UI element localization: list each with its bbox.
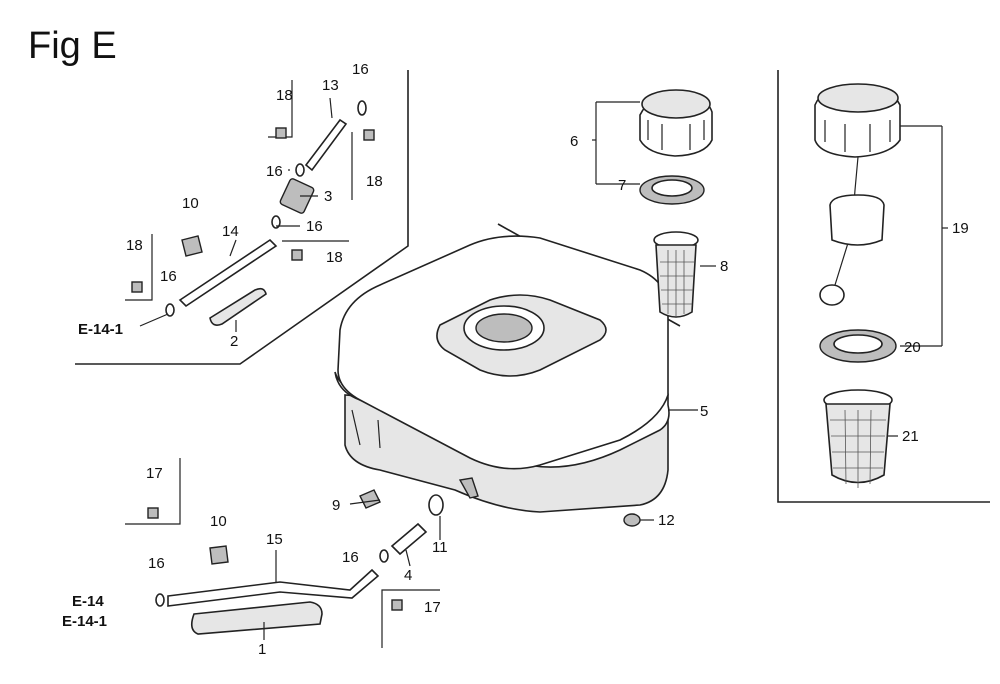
tank-brackets <box>351 409 381 449</box>
callout-15: 15 <box>266 531 283 548</box>
callout-21: 21 <box>902 428 919 445</box>
strainer-8 <box>653 231 699 318</box>
cap-19 <box>814 83 901 306</box>
bracket-18d <box>125 234 153 301</box>
cap-6 <box>639 89 713 157</box>
ref-e-14-1-top: E-14-1 <box>78 321 123 338</box>
callout-6: 6 <box>570 133 578 150</box>
clip-17a <box>147 507 159 519</box>
clamp-16b <box>295 163 305 177</box>
fuel-line-parts-lower <box>147 489 641 635</box>
callout-1: 1 <box>258 641 266 658</box>
callout-3: 3 <box>324 188 332 205</box>
leader-lines <box>139 97 948 640</box>
tube-1 <box>190 601 323 635</box>
callout-16-d: 16 <box>160 268 177 285</box>
ref-e-14-1-bottom: E-14-1 <box>62 613 107 630</box>
callout-9: 9 <box>332 497 340 514</box>
gasket-20 <box>819 329 897 363</box>
clip-18c <box>291 249 303 261</box>
callout-5: 5 <box>700 403 708 420</box>
callout-7: 7 <box>618 177 626 194</box>
filler-opening <box>475 313 533 343</box>
clip-17b <box>391 599 403 611</box>
clip-18a <box>275 127 287 139</box>
callout-16-f: 16 <box>148 555 165 572</box>
callout-8: 8 <box>720 258 728 275</box>
callout-10-upper: 10 <box>182 195 199 212</box>
callout-16-b: 16 <box>266 163 283 180</box>
callout-20: 20 <box>904 339 921 356</box>
fuel-line-parts-upper <box>131 100 375 326</box>
callout-18-a: 18 <box>276 87 293 104</box>
bracket-17a <box>125 458 181 525</box>
callout-16-e: 16 <box>342 549 359 566</box>
clip-10a <box>181 235 203 257</box>
tube-15 <box>167 568 380 607</box>
cross-references: E-14-1 E-14 E-14-1 <box>62 321 123 630</box>
tube-14 <box>178 238 278 308</box>
bolt-9 <box>359 489 381 509</box>
filter-3 <box>279 178 315 214</box>
callout-11: 11 <box>432 539 448 556</box>
callout-17-b: 17 <box>424 599 441 616</box>
strainer-21 <box>823 389 893 488</box>
callout-2: 2 <box>230 333 238 350</box>
callout-16-c: 16 <box>306 218 323 235</box>
callout-4: 4 <box>404 567 412 584</box>
clamp-16f <box>155 593 165 607</box>
callout-18-b: 18 <box>366 173 383 190</box>
fuel-line-panel-frame <box>75 70 409 365</box>
callout-14: 14 <box>222 223 239 240</box>
ref-e-14: E-14 <box>72 593 104 610</box>
fuel-tank <box>334 235 670 513</box>
figure-title: Fig E <box>28 25 117 67</box>
callout-10-lower: 10 <box>210 513 227 530</box>
tank-outlet <box>458 477 479 499</box>
callout-19: 19 <box>952 220 969 237</box>
callout-18-c: 18 <box>326 249 343 266</box>
washer-11 <box>428 494 444 516</box>
clamp-16e <box>379 549 389 563</box>
callouts: 1 2 3 4 5 6 7 8 9 10 10 11 12 13 14 15 1… <box>126 61 969 658</box>
bracket-17b <box>381 589 440 648</box>
clip-18b <box>363 129 375 141</box>
gasket-7 <box>639 175 705 205</box>
clamp-16c <box>271 215 281 229</box>
callout-17-a: 17 <box>146 465 163 482</box>
cap-kit-panel-frame <box>777 70 990 503</box>
clip-18d <box>131 281 143 293</box>
callout-13: 13 <box>322 77 339 94</box>
nut-12 <box>623 513 641 527</box>
clamp-16d <box>165 303 175 317</box>
clamp-16a <box>357 100 367 116</box>
clip-10b <box>209 545 229 565</box>
tube-2 <box>209 287 267 326</box>
valve-4 <box>390 522 428 556</box>
callout-18-d: 18 <box>126 237 143 254</box>
callout-16-a: 16 <box>352 61 369 78</box>
tube-13 <box>304 118 348 172</box>
callout-12: 12 <box>658 512 675 529</box>
